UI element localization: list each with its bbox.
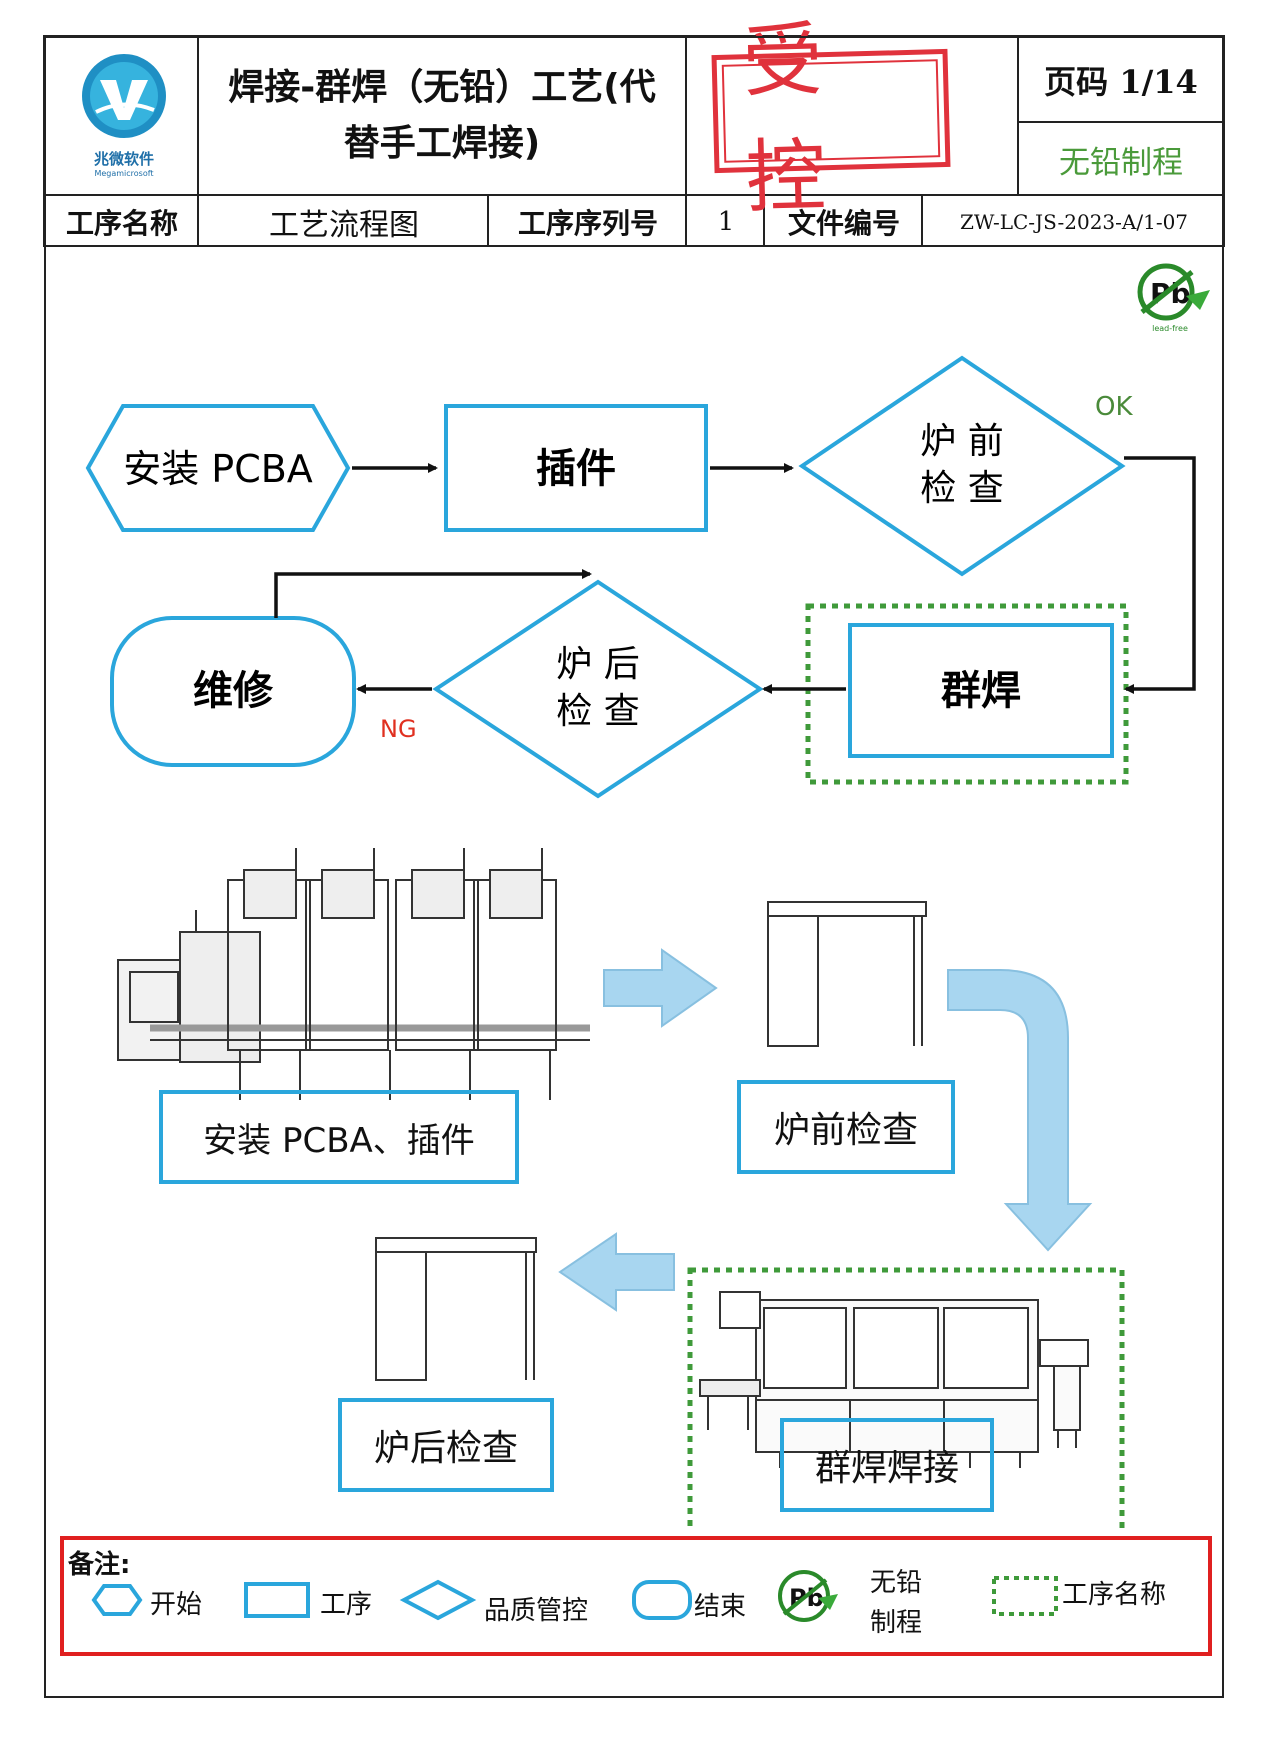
leadfree-process-label: 无铅制程 (1059, 145, 1183, 181)
pre-check-node: 炉 前 检 查 (798, 355, 1126, 577)
legend-start-label: 开始 (150, 1590, 203, 1620)
legend-leadfree-line-1: 无铅 (870, 1568, 923, 1598)
start-node-label: 安装 PCBA (123, 447, 313, 491)
equipment-illustration (117, 848, 1125, 1530)
process-name-label: 工序名称 (65, 206, 178, 240)
doc-number-value: ZW-LC-JS-2023-A/1-07 (959, 209, 1189, 234)
start-node: 安装 PCBA (85, 404, 351, 532)
doc-number-label: 文件编号 (787, 206, 900, 240)
assembly-caption: 安装 PCBA、插件 (159, 1090, 519, 1184)
pb-caption: lead-free (1152, 324, 1188, 333)
insert-node-label: 插件 (536, 446, 616, 492)
legend-process-name-label: 工序名称 (1062, 1580, 1167, 1610)
pre-inspect-caption: 炉前检查 (737, 1080, 955, 1174)
wave-node-label: 群焊 (941, 668, 1021, 714)
legend-process-shape-icon (244, 1582, 310, 1618)
assembly-line-machine-icon (117, 848, 590, 1100)
inspection-table-2-icon (375, 1237, 537, 1381)
end-node-label: 维修 (193, 668, 274, 714)
right-arrow-icon (603, 948, 718, 1028)
legend-end-shape-icon (632, 1580, 692, 1620)
doc-title-line-1: 焊接-群焊（无铅）工艺(代 (228, 66, 656, 108)
legend-title: 备注: (68, 1550, 131, 1580)
page-number: 页码 1/14 (1044, 63, 1198, 101)
doc-title: 焊接-群焊（无铅）工艺(代 替手工焊接) (200, 38, 684, 193)
legend-pb-icon: Pb (778, 1570, 838, 1622)
company-name-en: Megamicrosoft (94, 169, 154, 178)
wave-caption: 群焊焊接 (780, 1418, 994, 1512)
end-node: 维修 (110, 616, 356, 767)
wave-process-group: 群焊 (805, 603, 1129, 785)
process-flowchart: 安装 PCBA 插件 炉 前 检 查 OK 群焊 炉 后 检 查 NG 维修 (85, 355, 1196, 799)
flow-arrows (274, 456, 1196, 694)
doc-title-line-2: 替手工焊接) (343, 122, 541, 164)
company-name: 兆微软件 (93, 150, 154, 168)
post-check-label-line-1: 炉 后 (556, 644, 639, 685)
pre-check-label-line-2: 检 查 (920, 468, 1003, 509)
legend-leadfree-line-2: 制程 (870, 1608, 923, 1638)
post-check-node: 炉 后 检 查 (432, 579, 764, 799)
ng-label: NG (380, 715, 417, 743)
legend-end-label: 结束 (694, 1592, 747, 1622)
post-inspect-caption: 炉后检查 (338, 1398, 554, 1492)
inspection-table-icon (767, 901, 927, 1047)
legend-group-shape-icon (992, 1576, 1058, 1616)
legend-process-label: 工序 (320, 1590, 373, 1620)
logo-emblem-icon (82, 54, 166, 138)
legend-start-shape-icon (91, 1584, 143, 1616)
ok-label: OK (1095, 392, 1133, 422)
lead-free-badge: Pb lead-free (1130, 262, 1216, 342)
company-logo: 兆微软件 Megamicrosoft (72, 50, 176, 190)
pb-symbol: Pb (1150, 277, 1191, 310)
legend-quality-shape-icon (399, 1579, 477, 1621)
pb-leadfree-icon: Pb (1137, 263, 1210, 321)
legend-symbols: Pb (91, 1570, 1058, 1622)
left-arrow-icon (558, 1232, 675, 1312)
down-curved-arrow-icon (947, 969, 1093, 1252)
sequence-label: 工序序列号 (517, 206, 658, 240)
page-border (44, 36, 1224, 1698)
legend-box: 备注: Pb 开始 工序 品质管控 结束 无铅 制程 工序名称 (60, 1536, 1212, 1656)
legend-quality-label: 品质管控 (484, 1596, 589, 1626)
insert-node: 插件 (444, 404, 708, 532)
process-name-value: 工艺流程图 (269, 207, 419, 243)
sequence-value: 1 (717, 206, 735, 237)
post-check-label-line-2: 检 查 (556, 691, 639, 732)
pre-check-label-line-1: 炉 前 (920, 421, 1003, 462)
